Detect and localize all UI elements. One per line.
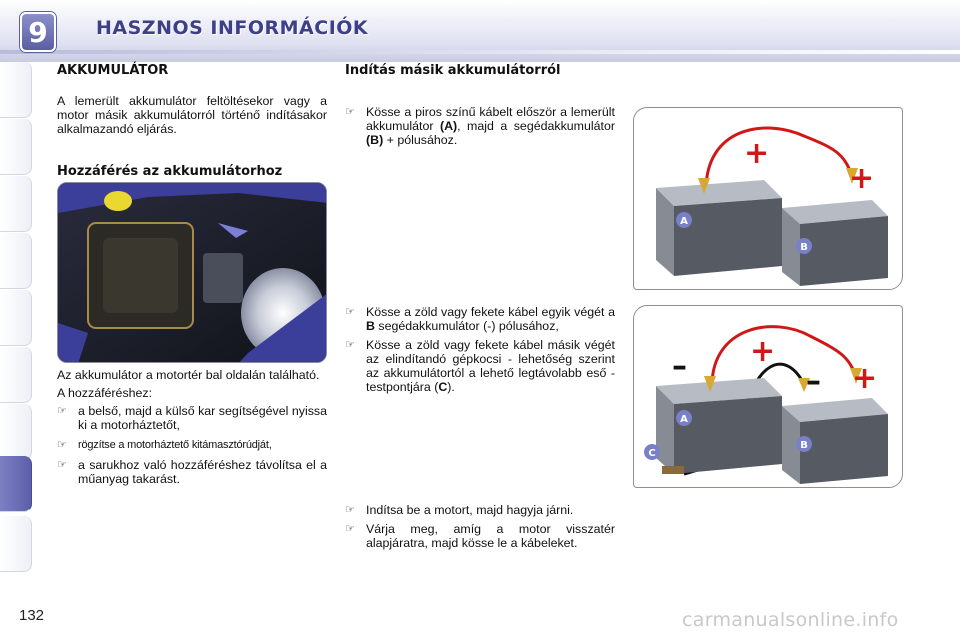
step-2-3-block: ☞Kösse a zöld vagy fekete kábel egyik vé…: [345, 305, 615, 397]
header-band: [0, 0, 960, 62]
access-lead: A hozzáféréshez:: [57, 386, 153, 400]
page-number: 132: [19, 607, 45, 624]
engine-bay-illustration: [58, 183, 326, 362]
clamp-b-negative: [798, 378, 810, 392]
pointing-hand-icon: ☞: [345, 522, 355, 535]
chapter-tab-3[interactable]: [0, 176, 32, 232]
diagram-negative-connection: A B C + + – –: [633, 305, 903, 488]
chapter-tab-4[interactable]: [0, 233, 32, 289]
right-column: Indítás másik akkumulátorról: [345, 62, 615, 90]
plus-sign-b: +: [852, 361, 877, 396]
step-4-5-block: ☞Indítsa be a motort, majd hagyja járni.…: [345, 503, 615, 553]
minus-sign-a: –: [672, 349, 687, 384]
ground-point-c: [644, 444, 660, 460]
list-item: ☞Kösse a zöld vagy fekete kábel másik vé…: [345, 338, 615, 394]
ground-clamp: [662, 466, 684, 474]
battery-intro: A lemerült akkumulátor feltöltésekor vag…: [57, 94, 327, 136]
battery-label-a: A: [680, 414, 688, 425]
battery-diagram-1: A B + +: [656, 126, 888, 286]
plus-sign-a: +: [750, 334, 775, 369]
pointing-hand-icon: ☞: [57, 458, 67, 471]
list-item: ☞Várja meg, amíg a motor visszatér alapj…: [345, 522, 615, 550]
clamp-b-positive: [850, 368, 862, 384]
battery-location: Az akkumulátor a motortér bal oldalán ta…: [57, 368, 320, 382]
chapter-tab-1[interactable]: [0, 62, 32, 118]
list-item: ☞a belső, majd a külső kar segítségével …: [57, 404, 327, 432]
pointing-hand-icon: ☞: [345, 105, 355, 118]
battery-b: B: [782, 398, 888, 484]
header-stripe: [0, 50, 960, 54]
battery-b: B: [782, 200, 888, 286]
battery-a: A: [656, 378, 782, 474]
chapter-tab-2[interactable]: [0, 119, 32, 175]
list-item: ☞a sarukhoz való hozzáféréshez távolítsa…: [57, 458, 327, 486]
section-title-battery: AKKUMULÁTOR: [57, 63, 169, 78]
access-steps: ☞a belső, majd a külső kar segítségével …: [57, 404, 327, 486]
watermark: carmanualsonline.info: [682, 609, 899, 631]
chapter-tab-5[interactable]: [0, 290, 32, 346]
plus-sign-b: +: [849, 161, 874, 196]
left-column-lower: Az akkumulátor a motortér bal oldalán ta…: [57, 368, 327, 489]
battery-label-b: B: [800, 440, 808, 451]
step-1-block: ☞Kösse a piros színű kábelt először a le…: [345, 105, 615, 150]
clamp-b-positive: [846, 168, 858, 184]
clamp-a-positive: [698, 178, 710, 194]
battery-label-a: A: [680, 216, 688, 227]
list-item: ☞rögzítse a motorháztető kitámasztórúdjá…: [57, 438, 272, 451]
ground-label-c: C: [648, 448, 655, 459]
list-item: ☞Kösse a piros színű kábelt először a le…: [345, 105, 615, 147]
plus-sign-a: +: [744, 136, 769, 171]
battery-label-b: B: [800, 242, 808, 253]
page-title: HASZNOS INFORMÁCIÓK: [96, 17, 369, 39]
pointing-hand-icon: ☞: [345, 305, 355, 318]
chapter-tab-7[interactable]: [0, 404, 32, 460]
clamp-a-positive: [704, 376, 716, 392]
pointing-hand-icon: ☞: [345, 338, 355, 351]
section-title-jump-start: Indítás másik akkumulátorról: [345, 63, 561, 78]
pointing-hand-icon: ☞: [57, 438, 67, 451]
chapter-badge: 9: [20, 12, 56, 52]
chapter-tab-9-active[interactable]: [0, 456, 32, 512]
left-column: AKKUMULÁTOR A lemerült akkumulátor feltö…: [57, 62, 327, 179]
chapter-tab-6[interactable]: [0, 347, 32, 403]
diagram-positive-connection: A B + +: [633, 107, 903, 290]
pointing-hand-icon: ☞: [345, 503, 355, 516]
pointing-hand-icon: ☞: [57, 404, 67, 417]
battery-a: A: [656, 180, 782, 276]
list-item: ☞Indítsa be a motort, majd hagyja járni.: [345, 503, 574, 517]
chapter-tab-10[interactable]: [0, 516, 32, 572]
battery-diagram-2: A B C + + – –: [644, 325, 888, 484]
chapter-tabs: [0, 62, 34, 578]
list-item: ☞Kösse a zöld vagy fekete kábel egyik vé…: [345, 305, 615, 333]
engine-bay-photo: [57, 182, 327, 363]
access-title: Hozzáférés az akkumulátorhoz: [57, 164, 283, 179]
minus-sign-b: –: [806, 364, 821, 399]
